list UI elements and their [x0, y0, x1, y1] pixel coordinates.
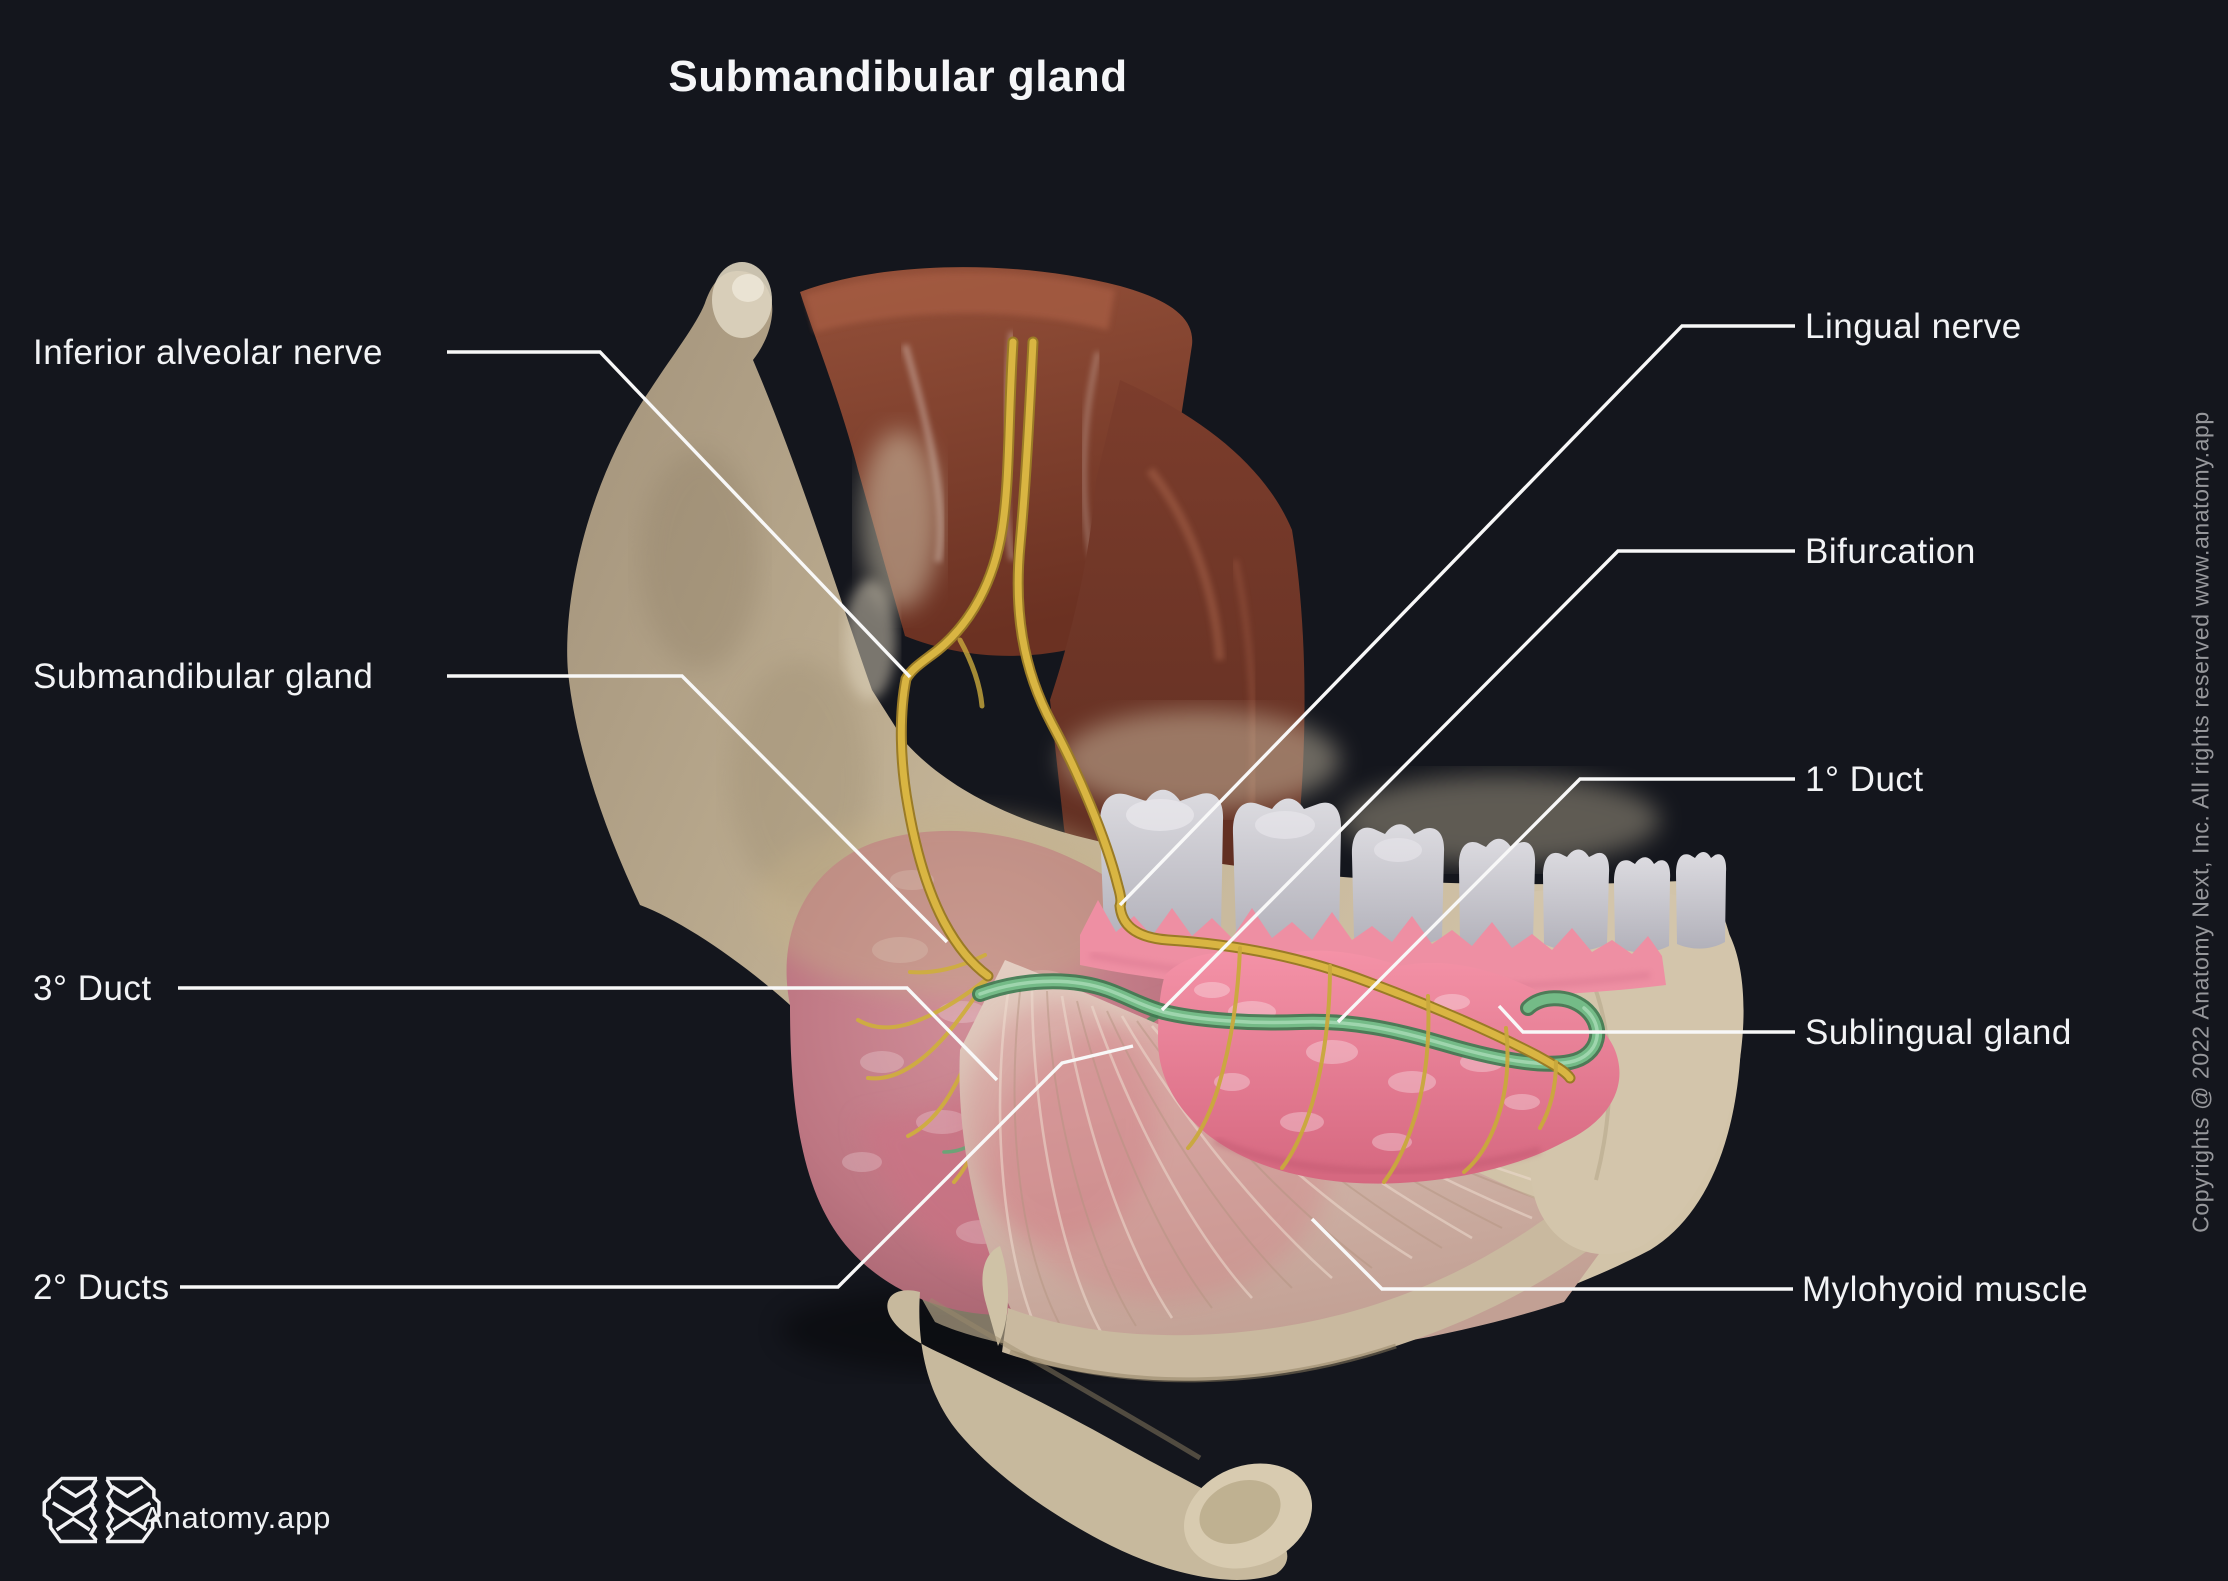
brain-icon — [42, 1476, 161, 1544]
leader-lingual-nerve — [1118, 324, 1795, 907]
label-primary-duct: 1° Duct — [1805, 760, 1924, 799]
leader-bifurcation — [1160, 549, 1795, 1012]
label-submandibular-gland: Submandibular gland — [33, 657, 374, 696]
label-inferior-alveolar-nerve: Inferior alveolar nerve — [33, 333, 383, 372]
label-sublingual-gland: Sublingual gland — [1805, 1013, 2072, 1052]
sublingual-gland-shape — [1158, 950, 1620, 1184]
leader-primary-duct — [1336, 777, 1795, 1024]
label-mylohyoid-muscle: Mylohyoid muscle — [1802, 1270, 2089, 1309]
copyright-text: Copyrights @ 2022 Anatomy Next, Inc. All… — [2187, 411, 2214, 1233]
label-bifurcation: Bifurcation — [1805, 532, 1976, 571]
leader-sublingual-gland — [1497, 1004, 1795, 1034]
hyoid-bone — [887, 1246, 1312, 1580]
primary-duct-path — [972, 973, 1606, 1072]
leader-inferior-alveolar-nerve — [447, 350, 912, 679]
teeth — [1099, 789, 1727, 953]
label-secondary-ducts: 2° Ducts — [33, 1268, 170, 1307]
bone-translucent-overlay — [755, 813, 1145, 997]
label-lingual-nerve: Lingual nerve — [1805, 307, 2022, 346]
leader-tertiary-duct — [178, 986, 999, 1082]
inferior-alveolar-nerve-path — [895, 336, 1019, 982]
leader-lines — [178, 324, 1795, 1291]
page-title: Submandibular gland — [668, 52, 1128, 101]
leader-submandibular-gland — [447, 674, 949, 944]
leader-mylohyoid-muscle — [1310, 1217, 1793, 1291]
brand-name: Anatomy.app — [142, 1500, 332, 1535]
label-tertiary-duct: 3° Duct — [33, 969, 152, 1008]
leader-secondary-ducts — [180, 1044, 1134, 1289]
